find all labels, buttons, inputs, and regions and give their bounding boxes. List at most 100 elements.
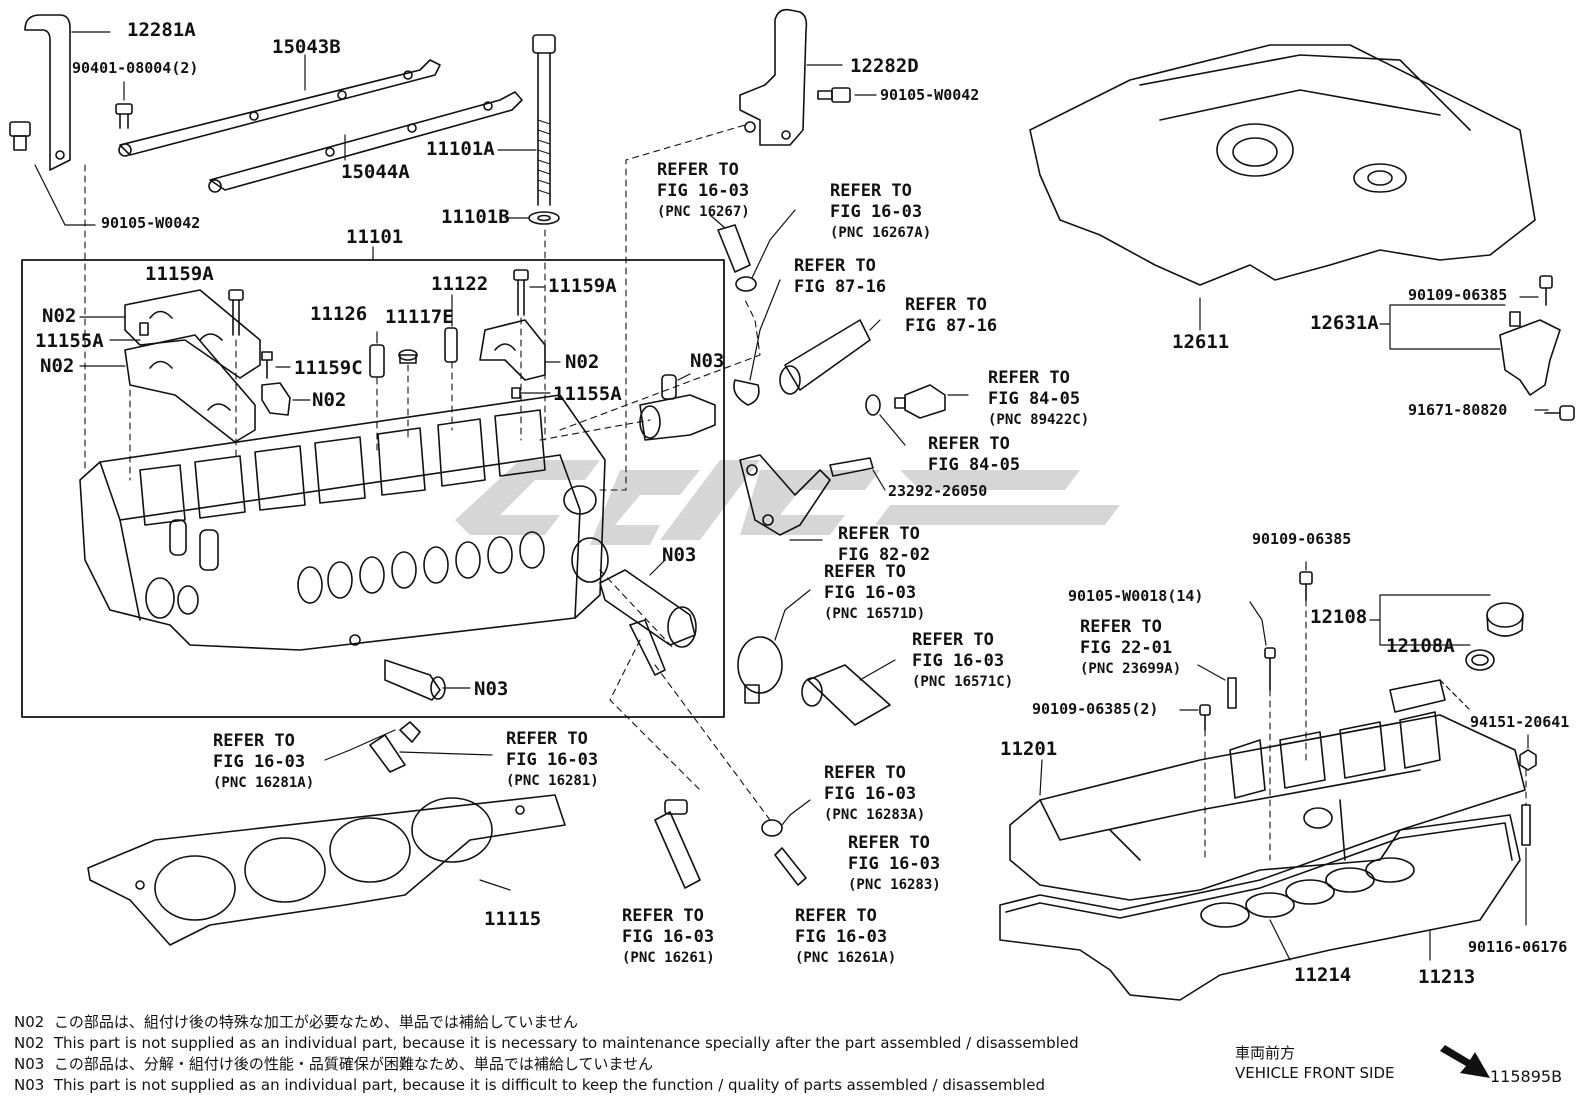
bolt-90109-top-right <box>1519 275 1553 306</box>
ref-8405-a[interactable]: REFER TO FIG 84-05 (PNC 89422C) <box>988 368 1089 430</box>
hose-8716-large <box>779 319 881 395</box>
plug-gasket-11214 <box>1200 857 1415 961</box>
plug-11117E <box>398 349 418 364</box>
ref-8716-b[interactable]: REFER TO FIG 87-16 <box>905 295 997 337</box>
fitting-N03-lower <box>384 659 471 701</box>
ref-8202[interactable]: REFER TO FIG 82-02 <box>838 524 930 566</box>
label-11122: 11122 <box>431 273 489 295</box>
dashed-guides <box>84 124 771 821</box>
ref-16571D[interactable]: REFER TO FIG 16-03 (PNC 16571D) <box>824 562 925 624</box>
pin-11122 <box>444 294 458 363</box>
ref-16571D-line1: REFER TO <box>824 562 906 582</box>
label-N02-2: N02 <box>40 355 75 377</box>
footnote-row: N03 この部品は、分解・組付け後の性能・品質確保が困難なため、単品では補給して… <box>14 1057 653 1072</box>
ref-2201-pnc: (PNC 23699A) <box>1080 661 1182 677</box>
label-12281A: 12281A <box>127 19 196 41</box>
label-11101A: 11101A <box>426 138 495 160</box>
label-11201: 11201 <box>1000 738 1058 760</box>
fitting-N03-upper <box>639 373 716 441</box>
ref-8405a-line1: REFER TO <box>988 368 1070 388</box>
hose-clamp-8716 <box>733 279 781 406</box>
vehicle-front-en: VEHICLE FRONT SIDE <box>1235 1064 1395 1082</box>
nut-94151 <box>1519 734 1537 771</box>
bracket-12631A <box>1379 304 1561 396</box>
ref-8405-b[interactable]: REFER TO FIG 84-05 <box>928 434 1020 476</box>
label-11159C: 11159C <box>294 357 363 379</box>
label-11155A-right: 11155A <box>553 383 622 405</box>
label-N02-4: N02 <box>565 351 600 373</box>
ref-8716a-line2: FIG 87-16 <box>794 277 887 297</box>
ref-2201[interactable]: REFER TO FIG 22-01 (PNC 23699A) <box>1080 617 1181 679</box>
label-11101: 11101 <box>346 226 404 248</box>
ref-16267[interactable]: REFER TO FIG 16-03 (PNC 16267) <box>657 160 750 222</box>
ref-16571D-pnc: (PNC 16571D) <box>824 606 926 622</box>
ref-16281A-line1: REFER TO <box>213 731 295 751</box>
hose-16281A <box>324 721 421 761</box>
ref-2201-line1: REFER TO <box>1080 617 1162 637</box>
bolt-90109-pair <box>1179 704 1211 731</box>
label-12611: 12611 <box>1172 331 1230 353</box>
ref-8405b-line2: FIG 84-05 <box>928 455 1021 475</box>
harness-rail-15043B <box>118 54 441 157</box>
ref-8405a-line2: FIG 84-05 <box>988 389 1081 409</box>
footnote-row: N02 この部品は、組付け後の特殊な加工が必要なため、単品では補給していません <box>14 1015 578 1030</box>
label-12631A: 12631A <box>1310 312 1379 334</box>
engine-cover-12611 <box>1029 44 1536 331</box>
bolt-90109-06385 <box>1299 561 1313 601</box>
clamp-16283A <box>761 799 811 837</box>
ref-16261A[interactable]: REFER TO FIG 16-03 (PNC 16261A) <box>795 906 896 968</box>
ref-16267A[interactable]: REFER TO FIG 16-03 (PNC 16267A) <box>830 181 931 243</box>
footnote-code: N02 <box>14 1034 45 1052</box>
ref-16571C-pnc: (PNC 16571C) <box>912 674 1014 690</box>
footnote-row: N02 This part is not supplied as an indi… <box>14 1036 1079 1051</box>
ref-16283A[interactable]: REFER TO FIG 16-03 (PNC 16283A) <box>824 763 925 825</box>
label-N02-3: N02 <box>312 389 347 411</box>
head-bolt-11101A <box>497 34 556 206</box>
ref-16283[interactable]: REFER TO FIG 16-03 (PNC 16283) <box>848 833 941 895</box>
ref-16281[interactable]: REFER TO FIG 16-03 (PNC 16281) <box>506 729 599 791</box>
ref-8716a-line1: REFER TO <box>794 256 876 276</box>
footnote-code: N03 <box>14 1055 45 1073</box>
label-90109-06385-b: 90109-06385 <box>1252 530 1352 548</box>
gasket-8405 <box>865 394 906 446</box>
ref-8716b-line1: REFER TO <box>905 295 987 315</box>
ref-16281-line1: REFER TO <box>506 729 588 749</box>
dashed-guides-right <box>1204 599 1527 861</box>
ref-16571C-line1: REFER TO <box>912 630 994 650</box>
label-91671-80820: 91671-80820 <box>1408 401 1508 419</box>
label-11126: 11126 <box>310 303 368 325</box>
ref-16267A-line2: FIG 16-03 <box>830 202 923 222</box>
ref-16281-pnc: (PNC 16281) <box>506 773 599 789</box>
label-12282D: 12282D <box>850 55 919 77</box>
label-90105-w0042-left: 90105-W0042 <box>101 214 201 232</box>
ref-16283-pnc: (PNC 16283) <box>848 877 941 893</box>
vehicle-front-jp: 車両前方 <box>1235 1044 1296 1062</box>
ref-16261[interactable]: REFER TO FIG 16-03 (PNC 16261) <box>622 906 715 968</box>
ref-8716-a[interactable]: REFER TO FIG 87-16 <box>794 256 886 298</box>
oil-cap-12108 <box>1369 594 1524 646</box>
label-90105-w0042-top: 90105-W0042 <box>880 86 980 104</box>
label-90109-06385-a: 90109-06385 <box>1408 286 1508 304</box>
label-12108: 12108 <box>1310 606 1368 628</box>
ref-16571C[interactable]: REFER TO FIG 16-03 (PNC 16571C) <box>912 630 1013 692</box>
vehicle-front-arrow-icon <box>1440 1045 1490 1078</box>
footnote-text: This part is not supplied as an individu… <box>53 1076 1045 1094</box>
diagram-id: 115895B <box>1490 1067 1563 1086</box>
ref-16281A[interactable]: REFER TO FIG 16-03 (PNC 16281A) <box>213 731 314 793</box>
label-90401-08004: 90401-08004(2) <box>72 59 199 77</box>
label-N02-1: N02 <box>42 305 77 327</box>
label-N03-c: N03 <box>474 678 509 700</box>
footnote-text: この部品は、分解・組付け後の性能・品質確保が困難なため、単品では補給していません <box>53 1055 653 1073</box>
hose-16261 <box>654 799 701 889</box>
sensor-89422C <box>894 384 969 419</box>
label-11214: 11214 <box>1294 964 1352 986</box>
bracket-8202 <box>739 454 831 541</box>
label-N03-b: N03 <box>662 544 697 566</box>
ref-16267A-pnc: (PNC 16267A) <box>830 225 932 241</box>
label-N03-a: N03 <box>690 350 725 372</box>
footnote-text: この部品は、組付け後の特殊な加工が必要なため、単品では補給していません <box>53 1013 578 1031</box>
ref-16267-line2: FIG 16-03 <box>657 181 750 201</box>
ref-8405b-line1: REFER TO <box>928 434 1010 454</box>
